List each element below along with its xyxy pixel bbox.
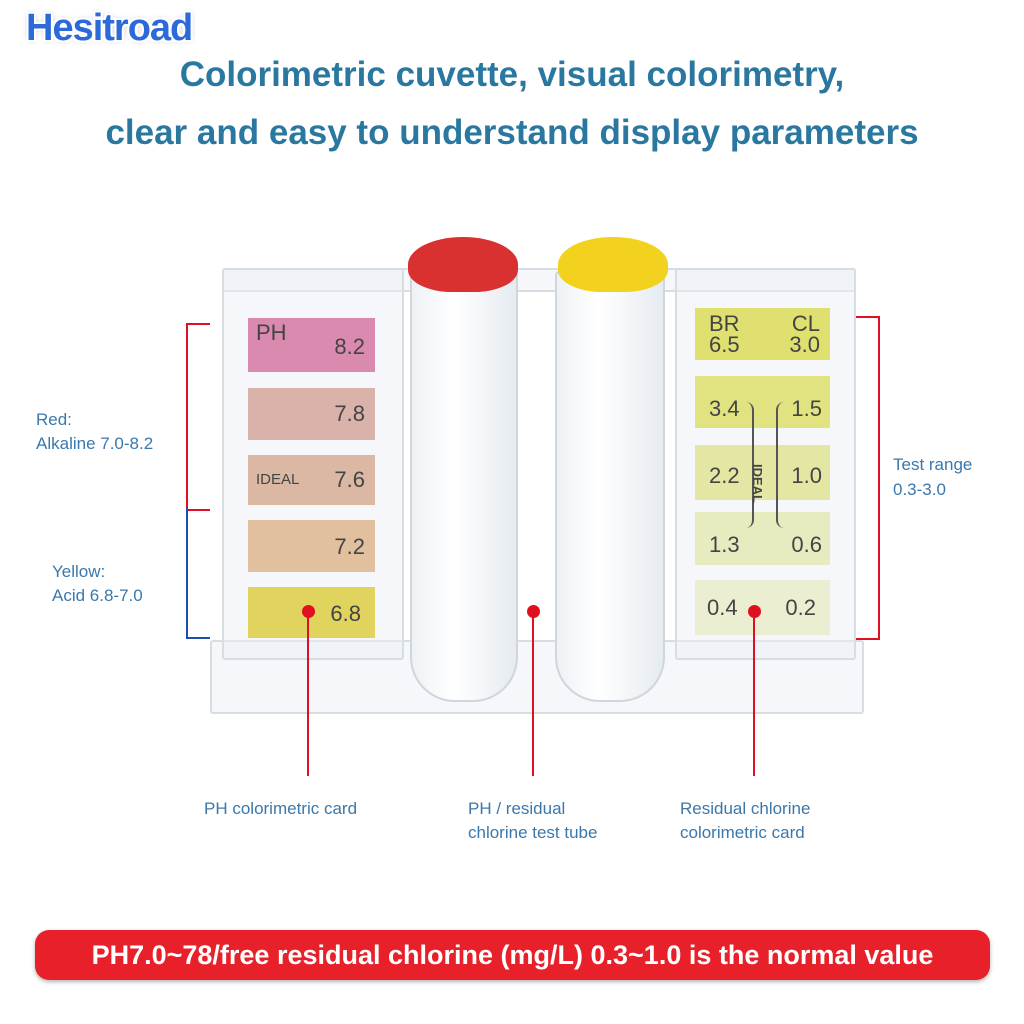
ph-swatch-8.2: PH 8.2 (248, 318, 375, 372)
cl-value: 1.5 (791, 396, 822, 421)
cl-ideal-bracket (776, 402, 784, 528)
ph-value: 6.8 (330, 601, 361, 626)
ph-swatch-7.6: IDEAL 7.6 (248, 455, 375, 505)
br-label: BR (709, 311, 740, 336)
br-value: 1.3 (709, 532, 740, 557)
normal-value-banner: PH7.0~78/free residual chlorine (mg/L) 0… (35, 930, 990, 980)
test-range-label: Test range (893, 455, 973, 474)
alkaline-label: Alkaline 7.0-8.2 (36, 434, 154, 453)
tube-pointer-line (532, 612, 534, 776)
title-line-1: Colorimetric cuvette, visual colorimetry… (179, 55, 845, 94)
ph-card-pointer-dot (302, 605, 315, 618)
cl-label: CL (791, 311, 820, 336)
red-label: Red: (36, 410, 72, 429)
br-ideal-bracket (746, 402, 754, 528)
ph-value: 7.8 (334, 401, 365, 426)
cl-card-callout-2: colorimetric card (680, 823, 805, 842)
ph-value: 7.2 (334, 534, 365, 559)
cl-value: 3.0 (789, 332, 820, 357)
cl-swatch-row: 1.3 0.6 (695, 512, 830, 565)
ph-card-pointer-line (307, 612, 309, 776)
test-range-value: 0.3-3.0 (893, 480, 946, 499)
cl-card-pointer-line (753, 612, 755, 776)
ph-value: 7.6 (334, 467, 365, 492)
ph-swatch-7.2: 7.2 (248, 520, 375, 572)
yellow-cap (558, 237, 668, 292)
cl-swatch-row: 0.4 0.2 (695, 580, 830, 635)
ph-header: PH (256, 320, 287, 345)
br-value: 2.2 (709, 463, 740, 488)
title-line-2: clear and easy to understand display par… (105, 113, 919, 152)
cl-value: 0.6 (791, 532, 822, 557)
br-value: 0.4 (707, 595, 738, 620)
cl-value: 1.0 (791, 463, 822, 488)
yellow-label: Yellow: (52, 562, 106, 581)
br-value: 6.5 (709, 332, 740, 357)
acid-label: Acid 6.8-7.0 (52, 586, 143, 605)
test-tube-right (555, 270, 665, 702)
br-value: 3.4 (709, 396, 740, 421)
cl-card-callout-1: Residual chlorine (680, 799, 811, 818)
tube-callout-2: chlorine test tube (468, 823, 598, 842)
ph-value: 8.2 (334, 334, 365, 359)
red-range-bracket (186, 323, 210, 511)
yellow-range-bracket (186, 507, 210, 639)
red-cap (408, 237, 518, 292)
test-tube-left (410, 270, 518, 702)
cl-swatch-header: BR 6.5 CL 3.0 (695, 308, 830, 360)
cl-swatch-row: 3.4 1.5 (695, 376, 830, 428)
test-range-bracket (856, 316, 880, 640)
brand-logo: Hesitroad (26, 7, 193, 49)
ph-swatch-7.8: 7.8 (248, 388, 375, 440)
cl-value: 0.2 (785, 595, 816, 620)
cl-ideal-label: IDEAL (750, 464, 765, 503)
ph-card-callout: PH colorimetric card (204, 799, 358, 818)
ph-ideal-label: IDEAL (256, 471, 300, 488)
tube-callout-1: PH / residual (468, 799, 566, 818)
tube-pointer-dot (527, 605, 540, 618)
cl-card-pointer-dot (748, 605, 761, 618)
cl-swatch-row: 2.2 1.0 (695, 445, 830, 500)
